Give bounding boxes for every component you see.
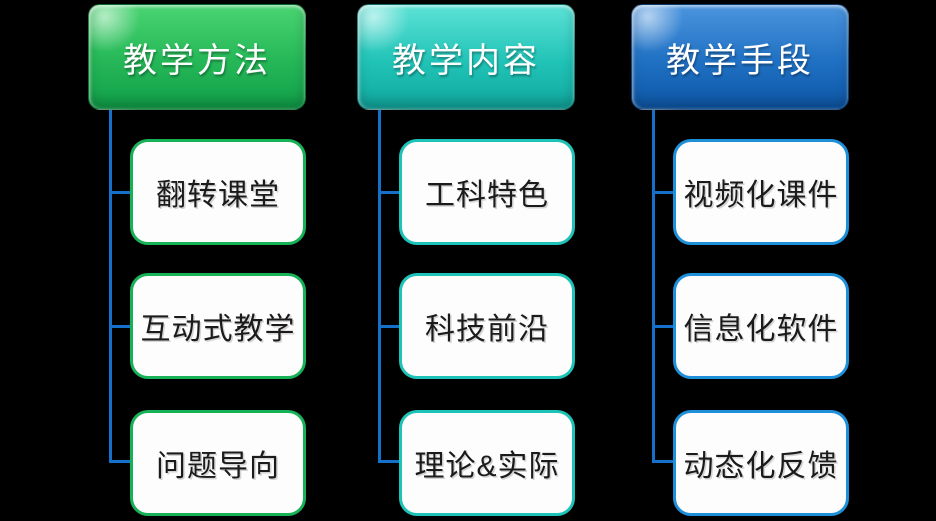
child-node-flipped-classroom: 翻转课堂 [130, 139, 306, 245]
connector-branch [378, 460, 399, 463]
connector-branch [109, 325, 130, 328]
connector-branch [109, 191, 130, 194]
child-node-label: 工科特色 [425, 179, 549, 212]
child-node-interactive-teaching: 互动式教学 [130, 273, 306, 379]
category-header-label: 教学内容 [392, 41, 540, 80]
child-node-video-courseware: 视频化课件 [673, 139, 849, 245]
connector-branch [652, 460, 673, 463]
connector-branch [652, 325, 673, 328]
connector-branch [378, 191, 399, 194]
child-node-engineering-features: 工科特色 [399, 139, 575, 245]
child-node-label: 互动式教学 [140, 313, 296, 346]
category-header-teaching-means: 教学手段 [631, 4, 849, 110]
connector-branch [378, 325, 399, 328]
child-node-informatization-software: 信息化软件 [673, 273, 849, 379]
category-header-label: 教学手段 [666, 41, 814, 80]
child-node-label: 问题导向 [156, 450, 280, 483]
connector-vertical-line [652, 110, 655, 463]
child-node-label: 理论&实际 [414, 450, 560, 483]
column-teaching-means: 教学手段 视频化课件 信息化软件 动态化反馈 [631, 4, 849, 517]
child-node-label: 视频化课件 [683, 179, 839, 212]
category-header-label: 教学方法 [123, 41, 271, 80]
column-teaching-content: 教学内容 工科特色 科技前沿 理论&实际 [357, 4, 575, 517]
category-header-teaching-content: 教学内容 [357, 4, 575, 110]
child-node-technology-frontier: 科技前沿 [399, 273, 575, 379]
child-node-theory-and-practice: 理论&实际 [399, 410, 575, 516]
child-node-dynamic-feedback: 动态化反馈 [673, 410, 849, 516]
connector-branch [652, 191, 673, 194]
connector-vertical-line [378, 110, 381, 463]
child-node-label: 信息化软件 [683, 313, 839, 346]
connector-branch [109, 460, 130, 463]
category-header-teaching-methods: 教学方法 [88, 4, 306, 110]
connector-vertical-line [109, 110, 112, 463]
child-node-label: 动态化反馈 [683, 450, 839, 483]
child-node-label: 科技前沿 [425, 313, 549, 346]
column-teaching-methods: 教学方法 翻转课堂 互动式教学 问题导向 [88, 4, 306, 517]
child-node-problem-oriented: 问题导向 [130, 410, 306, 516]
child-node-label: 翻转课堂 [156, 179, 280, 212]
